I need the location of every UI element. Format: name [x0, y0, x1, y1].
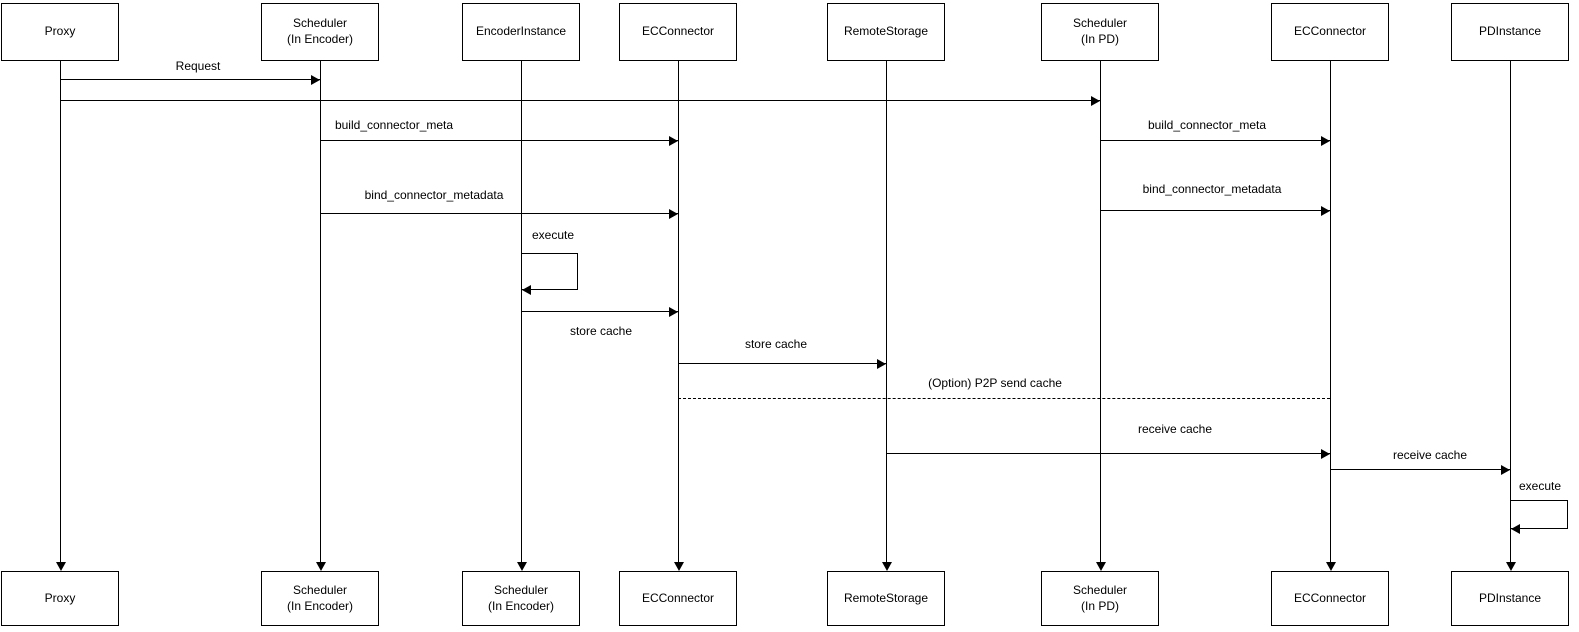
self-message-loop-execute-encoder — [521, 253, 578, 290]
message-label-store-cache-to-remote: store cache — [744, 337, 808, 351]
arrowhead-execute-pd — [1511, 524, 1520, 534]
arrowhead-execute-encoder — [522, 285, 531, 295]
message-line-p2p-send-cache — [678, 398, 1330, 399]
message-line-forward-to-pd-scheduler — [60, 100, 1100, 101]
arrowhead-receive-cache-to-pd — [1501, 464, 1510, 475]
actor-bottom-box-ec-connector-pd: ECConnector — [1271, 571, 1389, 626]
message-line-receive-cache-to-pd — [1330, 469, 1510, 470]
message-line-store-cache-to-connector — [521, 311, 678, 312]
lifeline-remote-storage — [886, 61, 887, 562]
message-label-bind-connector-metadata-encoder: bind_connector_metadata — [364, 188, 504, 202]
message-label-build-connector-meta-pd: build_connector_meta — [1147, 118, 1267, 132]
self-message-loop-execute-pd — [1510, 500, 1568, 529]
message-label-p2p-send-cache: (Option) P2P send cache — [928, 376, 1062, 390]
arrowhead-request — [311, 74, 320, 85]
message-line-receive-cache-to-connector — [886, 453, 1330, 454]
actor-bottom-box-proxy: Proxy — [1, 571, 119, 626]
actor-top-box-pd-instance: PDInstance — [1451, 3, 1569, 61]
message-line-bind-connector-metadata-pd — [1100, 210, 1330, 211]
arrowhead-bind-connector-metadata-encoder — [669, 208, 678, 219]
lifeline-proxy — [60, 61, 61, 562]
actor-top-box-scheduler-in-encoder: Scheduler (In Encoder) — [261, 3, 379, 61]
message-line-request — [60, 79, 320, 80]
lifeline-arrowhead-ec-connector-encoder — [673, 562, 684, 571]
message-line-build-connector-meta-encoder — [320, 140, 678, 141]
arrowhead-store-cache-to-remote — [877, 358, 886, 369]
message-label-bind-connector-metadata-pd: bind_connector_metadata — [1142, 182, 1282, 196]
lifeline-ec-connector-pd — [1330, 61, 1331, 562]
lifeline-arrowhead-proxy — [55, 562, 66, 571]
actor-bottom-box-scheduler-in-encoder: Scheduler (In Encoder) — [261, 571, 379, 626]
actor-bottom-box-ec-connector-encoder: ECConnector — [619, 571, 737, 626]
arrowhead-build-connector-meta-pd — [1321, 135, 1330, 146]
actor-top-box-scheduler-in-pd: Scheduler (In PD) — [1041, 3, 1159, 61]
message-label-request: Request — [175, 59, 221, 73]
lifeline-arrowhead-remote-storage — [881, 562, 892, 571]
lifeline-pd-instance — [1510, 61, 1511, 562]
arrowhead-forward-to-pd-scheduler — [1091, 95, 1100, 106]
actor-bottom-box-scheduler-in-pd: Scheduler (In PD) — [1041, 571, 1159, 626]
lifeline-scheduler-in-encoder — [320, 61, 321, 562]
actor-bottom-box-remote-storage: RemoteStorage — [827, 571, 945, 626]
lifeline-arrowhead-scheduler-in-encoder — [315, 562, 326, 571]
message-label-receive-cache-to-connector: receive cache — [1137, 422, 1213, 436]
actor-bottom-box-encoder-instance: Scheduler (In Encoder) — [462, 571, 580, 626]
arrowhead-store-cache-to-connector — [669, 306, 678, 317]
actor-top-box-remote-storage: RemoteStorage — [827, 3, 945, 61]
actor-top-box-ec-connector-encoder: ECConnector — [619, 3, 737, 61]
message-line-store-cache-to-remote — [678, 363, 886, 364]
actor-top-box-encoder-instance: EncoderInstance — [462, 3, 580, 61]
message-label-receive-cache-to-pd: receive cache — [1392, 448, 1468, 462]
actor-bottom-box-pd-instance: PDInstance — [1451, 571, 1569, 626]
arrowhead-bind-connector-metadata-pd — [1321, 205, 1330, 216]
message-line-bind-connector-metadata-encoder — [320, 213, 678, 214]
actor-top-box-ec-connector-pd: ECConnector — [1271, 3, 1389, 61]
lifeline-arrowhead-pd-instance — [1505, 562, 1516, 571]
lifeline-arrowhead-scheduler-in-pd — [1095, 562, 1106, 571]
lifeline-arrowhead-encoder-instance — [516, 562, 527, 571]
message-label-build-connector-meta-encoder: build_connector_meta — [334, 118, 454, 132]
message-label-execute-encoder: execute — [531, 228, 575, 242]
arrowhead-receive-cache-to-connector — [1321, 448, 1330, 459]
actor-top-box-proxy: Proxy — [1, 3, 119, 61]
lifeline-scheduler-in-pd — [1100, 61, 1101, 562]
lifeline-arrowhead-ec-connector-pd — [1325, 562, 1336, 571]
lifeline-ec-connector-encoder — [678, 61, 679, 562]
arrowhead-build-connector-meta-encoder — [669, 135, 678, 146]
message-line-build-connector-meta-pd — [1100, 140, 1330, 141]
message-label-execute-pd: execute — [1518, 479, 1562, 493]
message-label-store-cache-to-connector: store cache — [569, 324, 633, 338]
